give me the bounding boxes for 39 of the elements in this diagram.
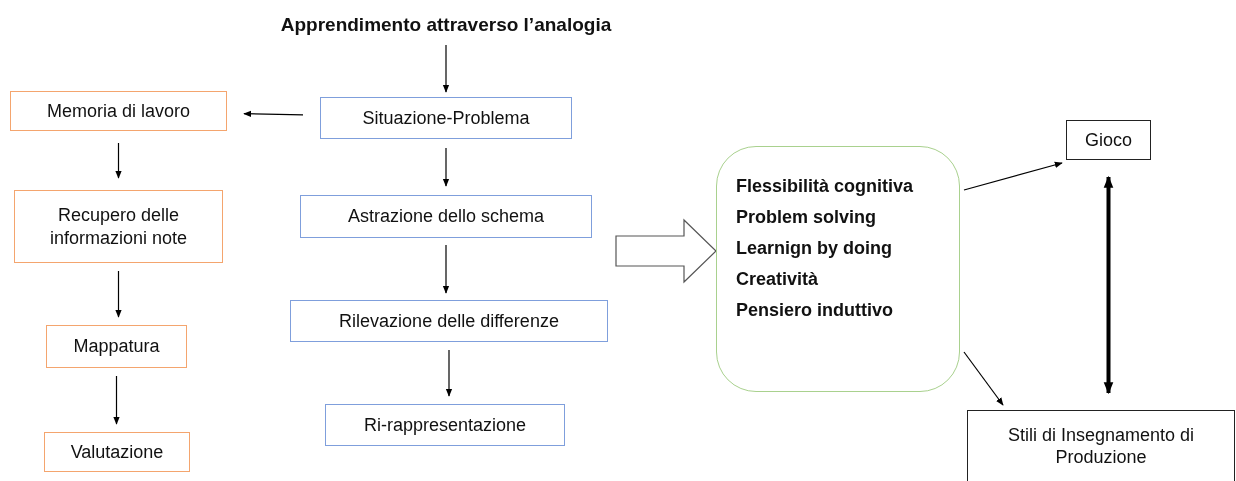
box-label: Situazione-Problema (362, 106, 530, 130)
arrow (243, 110, 304, 118)
arrow (1103, 175, 1114, 395)
list-item-text: Flessibilità cognitiva (736, 175, 914, 198)
list-item-text: Problem solving (736, 206, 877, 229)
arrow (963, 351, 1004, 406)
list-item-text: Learnign by doing (736, 237, 892, 260)
arrow (115, 270, 122, 318)
process-box (300, 195, 592, 238)
arrow (115, 142, 122, 179)
list-item-text: Pensiero induttivo (736, 299, 894, 322)
process-box (46, 325, 187, 368)
process-box (1066, 120, 1151, 160)
process-box (325, 404, 565, 446)
process-box (290, 300, 608, 342)
box-label: Recupero delle informazioni note (48, 204, 189, 249)
box-label: Memoria di lavoro (46, 99, 191, 123)
title-text: Apprendimento attraverso l’analogia (280, 13, 612, 37)
arrow (963, 161, 1063, 191)
box-label: Rilevazione delle differenze (339, 309, 559, 333)
process-box (10, 91, 227, 131)
arrow (113, 375, 120, 425)
process-box (967, 410, 1235, 481)
arrow (445, 349, 453, 397)
list-item-text: Creatività (736, 268, 819, 291)
box-label: Mappatura (73, 335, 160, 358)
process-box (14, 190, 223, 263)
box-label: Stili di Insegnamento di Produzione (1006, 423, 1196, 469)
arrow (442, 147, 450, 187)
process-box (320, 97, 572, 139)
arrow (442, 44, 450, 93)
box-label: Ri-rappresentazione (363, 413, 527, 437)
arrow (442, 244, 450, 294)
box-label: Gioco (1085, 128, 1132, 152)
box-label: Astrazione dello schema (347, 205, 545, 228)
rounded-box (716, 146, 960, 392)
box-label: Valutazione (70, 440, 164, 464)
process-box (44, 432, 190, 472)
block-arrow (615, 218, 717, 284)
